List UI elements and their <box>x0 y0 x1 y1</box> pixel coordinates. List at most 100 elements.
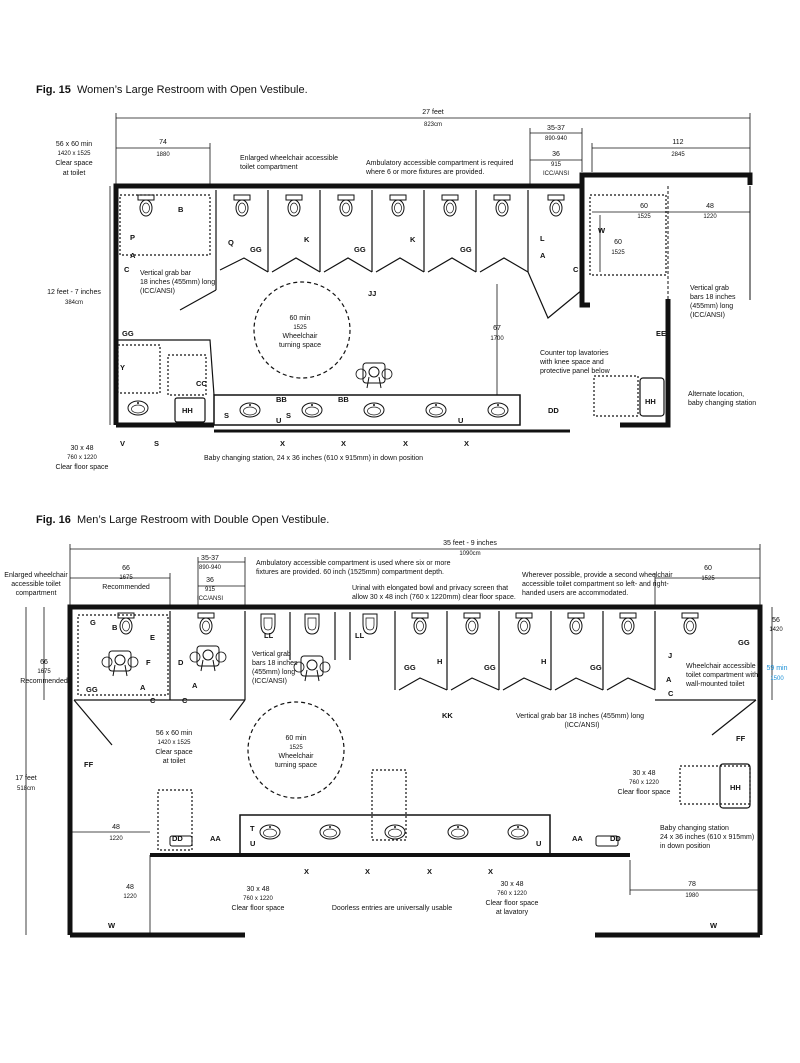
fig15-toilet <box>441 194 459 217</box>
fig16-where-2: accessible toilet compartment so left- a… <box>522 581 669 588</box>
fig16-tag-j: J <box>668 651 672 660</box>
fig16-tag-f: F <box>146 658 151 667</box>
fig15-note-grabr-2: bars 18 inches <box>690 294 736 301</box>
fig15-sink <box>363 402 385 418</box>
fig16-tag-dd: DD <box>610 834 621 843</box>
fig16-dim-48b-mm: 1220 <box>123 894 137 900</box>
fig16-urinal <box>304 613 320 635</box>
fig16-toilet <box>411 612 429 635</box>
fig15-dim-74-mm: 1880 <box>156 152 170 158</box>
fig16-cf1-t: Clear floor space <box>618 789 671 796</box>
fig16-tag-aa: AA <box>572 834 583 843</box>
fig16-tag-g: G <box>90 618 96 627</box>
fig15-sink <box>301 402 323 418</box>
fig16-uri-1: Urinal with elongated bowl and privacy s… <box>352 585 508 592</box>
fig16-dim-48a: 48 <box>112 824 120 831</box>
fig15-note-grab-3: (ICC/ANSI) <box>140 288 175 295</box>
fig16-tag-dd: DD <box>172 834 183 843</box>
fig16-height-dim-cm: 518cm <box>17 786 35 792</box>
fig16-sink <box>447 824 469 840</box>
fig15-note-amb-2: where 6 or more fixtures are provided. <box>365 169 484 176</box>
fig15-partitions <box>116 190 667 423</box>
fig15-clear-floor-mm: 760 x 1220 <box>67 455 97 461</box>
fig16-vgb-1: Vertical grab bar 18 inches (455mm) long <box>516 713 644 720</box>
fig15-dim-3537-mm: 890-940 <box>545 136 568 142</box>
fig16-trash-receptacle <box>169 835 193 847</box>
fig16-tag-gg: GG <box>404 663 416 672</box>
fig16-sink <box>259 824 281 840</box>
fig15-tag-c: C <box>124 265 130 274</box>
fig15-sink <box>127 400 149 416</box>
fig16-amb-2: fixtures are provided. 60 inch (1525mm) … <box>256 569 444 576</box>
fig15-dim-36-mm: 915 <box>551 162 562 168</box>
fig15-tag-c: C <box>573 265 579 274</box>
fig15-dim-60: 60 <box>640 203 648 210</box>
fig16-dim-66v-t: Recommended <box>20 678 68 685</box>
fig16-dim-66-mm: 1675 <box>119 575 133 581</box>
fig16-toilet <box>681 612 699 635</box>
fig15-tag-u: U <box>276 416 281 425</box>
fig16-tag-aa: AA <box>210 834 221 843</box>
fig16-tag-x: X <box>304 867 309 876</box>
fig16-tag-a: A <box>192 681 198 690</box>
fig15-overall-dim: 27 feet <box>422 109 443 116</box>
fig15-dim-48: 48 <box>706 203 714 210</box>
fig16-cf1: 30 x 48 <box>633 770 656 777</box>
fig15-note-grabr-1: Vertical grab <box>690 285 729 292</box>
fig16-tag-gg: GG <box>86 685 98 694</box>
fig15-clear-toilet: 56 x 60 min <box>56 141 92 148</box>
fig16-vg-4: (ICC/ANSI) <box>252 678 287 685</box>
fig16-toilet <box>619 612 637 635</box>
fig15-tag-x: X <box>403 439 408 448</box>
fig16-tag-x: X <box>427 867 432 876</box>
fig15-clear-toilet-t1: Clear space <box>55 160 92 167</box>
fig15-tag-gg: GG <box>460 245 472 254</box>
fig16-tag-d: D <box>178 658 184 667</box>
fig16-clear-toilet-t1: Clear space <box>155 749 192 756</box>
fig16-toilet <box>197 612 215 635</box>
fig16-dim-60: 60 <box>704 565 712 572</box>
fig16-tag-x: X <box>365 867 370 876</box>
fig16-tag-a: A <box>140 683 146 692</box>
fig16-dim-3537-mm: 890-940 <box>199 565 222 571</box>
fig15-height-dim-cm: 384cm <box>65 300 83 306</box>
fig15-tag-s: S <box>286 411 291 420</box>
fig15-dim-60-mm: 1525 <box>637 214 651 220</box>
fig16-cf3: 30 x 48 <box>247 886 270 893</box>
fig15-counter-3: protective panel below <box>540 368 611 375</box>
fig16-dimensions <box>25 544 773 935</box>
fig16-tag-t: T <box>250 824 255 833</box>
fig16-tag-ll: LL <box>264 631 274 640</box>
fig15-clear-toilet-mm: 1420 x 1525 <box>57 151 91 157</box>
fig16-enl-3: compartment <box>16 590 57 597</box>
fig15-tag-hh: HH <box>182 406 193 415</box>
fig16-tag-c: C <box>182 696 188 705</box>
fig15-wheelchair <box>355 362 393 389</box>
fig15-toilet <box>285 194 303 217</box>
fig15-fixtures <box>127 194 565 418</box>
fig16-turn-1: 60 min <box>285 735 306 742</box>
fig15-walls <box>113 172 753 433</box>
fig15-dim-74: 74 <box>159 139 167 146</box>
fig15-clear-toilet-t2: at toilet <box>63 170 86 177</box>
fig16-vg-1: Vertical grab <box>252 651 291 658</box>
fig15-dim-112: 112 <box>672 139 683 146</box>
fig16-height-dim: 17 feet <box>15 775 36 782</box>
fig15-tag-cc: CC <box>196 379 207 388</box>
fig16-plan: 35 feet - 9 inches 1090cm 66 1675 Recomm… <box>4 540 788 938</box>
fig16-dim-66v-mm: 1675 <box>37 669 51 675</box>
fig15-dim-36-src: ICC/ANSI <box>543 171 569 177</box>
fig16-dim-66-t: Recommended <box>102 584 150 591</box>
fig15-overall-dim-cm: 823cm <box>424 122 442 128</box>
fig16-tag-w: W <box>710 921 718 930</box>
fig16-trash-receptacle <box>595 835 619 847</box>
fig16-sink <box>319 824 341 840</box>
fig16-cf1-mm: 760 x 1220 <box>629 780 659 786</box>
fig15-tag-b: B <box>178 205 184 214</box>
fig16-toilet <box>463 612 481 635</box>
fig16-tag-b: B <box>112 623 118 632</box>
fig15-plan: 27 feet 823cm 74 1880 35-37 890-940 36 9… <box>47 109 756 471</box>
fig16-tag-kk: KK <box>442 711 453 720</box>
fig15-dim-48-mm: 1220 <box>703 214 717 220</box>
